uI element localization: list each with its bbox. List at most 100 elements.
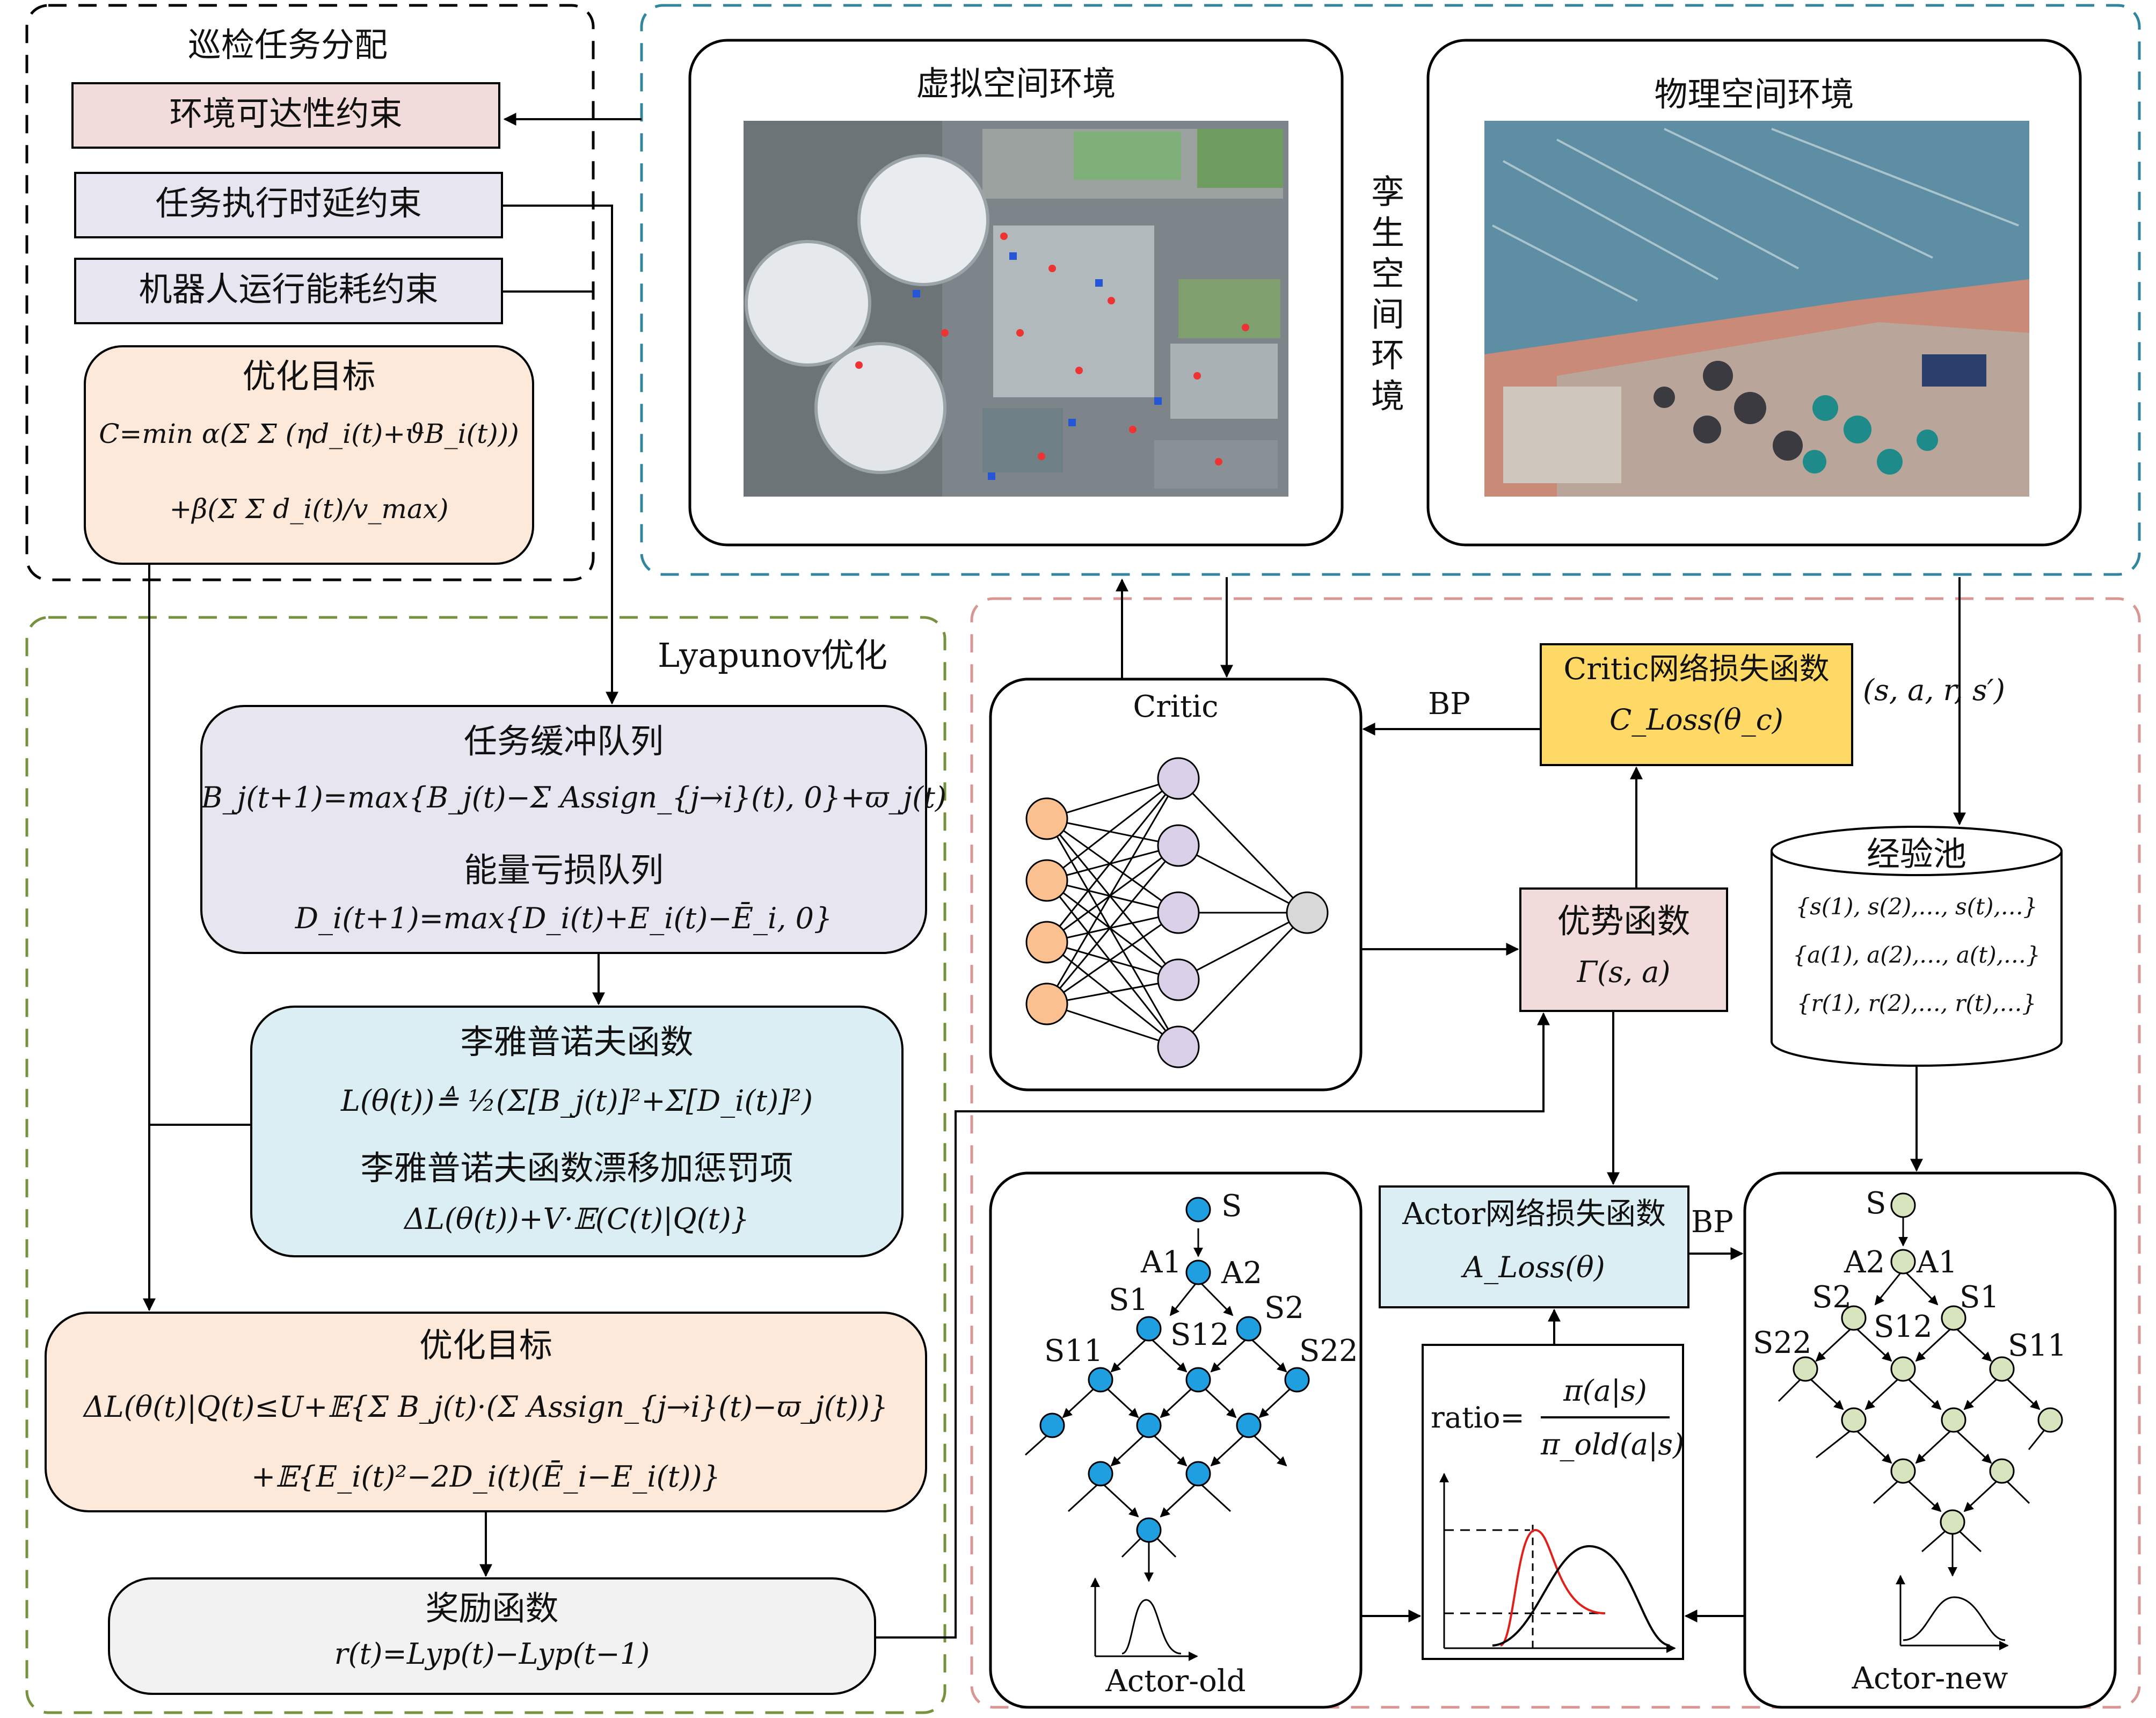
old-node-a2: A2 xyxy=(1221,1256,1263,1291)
actor-new-distribution xyxy=(1896,1575,2009,1650)
ratio-label: ratio= xyxy=(1431,1401,1525,1435)
lyapunov-frame xyxy=(25,616,946,1714)
reward-box xyxy=(108,1577,876,1695)
digital-twin-frame xyxy=(640,4,2141,576)
new-node-a2: A2 xyxy=(1844,1245,1885,1280)
buffer-queue-eq: B_j(t+1)=max{B_j(t)−Σ Assign_{j→i}(t), 0… xyxy=(201,781,946,814)
critic-edge xyxy=(1046,777,1179,882)
twin-environment-label: 孪生空间环境 xyxy=(1371,172,1404,416)
critic-loss-title: Critic网络损失函数 xyxy=(1563,652,1830,687)
new-node-s: S xyxy=(1866,1186,1886,1221)
energy-constraint-label: 机器人运行能耗约束 xyxy=(139,270,439,309)
task-assignment-title: 巡检任务分配 xyxy=(188,25,388,64)
buffer-queue-box xyxy=(200,705,927,954)
actor-loss-eq: A_Loss(θ) xyxy=(1463,1250,1605,1284)
critic-hidden-nodes xyxy=(1157,757,1200,1068)
critic-edge xyxy=(1046,778,1179,943)
buffer-queue-title: 任务缓冲队列 xyxy=(463,722,664,761)
new-node-s11: S11 xyxy=(2008,1328,2067,1363)
bottom-objective-eq1: ΔL(θ(t)|Q(t)≤U+𝔼{Σ B_j(t)·(Σ Assign_{j→i… xyxy=(83,1390,888,1424)
lyapunov-title: Lyapunov优化 xyxy=(658,636,887,675)
actor-loss-box xyxy=(1379,1185,1689,1308)
critic-edge xyxy=(1046,778,1179,1004)
ratio-numerator: π(a|s) xyxy=(1563,1374,1647,1408)
physical-space-title: 物理空间环境 xyxy=(1654,75,1854,114)
actor-new-label: Actor-new xyxy=(1852,1661,2008,1696)
transition-tuple: (s, a, r, s′) xyxy=(1863,673,2005,707)
pool-action-row: {a(1), a(2),…, a(t),…} xyxy=(1793,942,2041,968)
old-node-s11: S11 xyxy=(1044,1334,1103,1368)
critic-edge xyxy=(1046,818,1179,980)
critic-edge xyxy=(1177,777,1308,914)
lyapunov-function-box xyxy=(250,1006,904,1257)
new-node-s22: S22 xyxy=(1753,1326,1812,1360)
rl-frame xyxy=(970,597,2141,1709)
new-node-s12: S12 xyxy=(1874,1309,1933,1344)
new-node-a1: A1 xyxy=(1917,1245,1958,1280)
critic-edge xyxy=(1046,845,1179,1004)
virtual-space-title: 虚拟空间环境 xyxy=(916,64,1116,103)
critic-panel xyxy=(989,678,1363,1091)
objective-box-top xyxy=(84,345,534,565)
critic-edge xyxy=(1046,818,1179,847)
drift-penalty-eq: ΔL(θ(t))+V·𝔼(C(t)|Q(t)} xyxy=(404,1202,749,1236)
connectors xyxy=(143,113,1966,1639)
critic-edge xyxy=(1046,941,1179,1048)
lyapunov-function-title: 李雅普诺夫函数 xyxy=(460,1022,694,1061)
ratio-distribution-chart xyxy=(1439,1473,1676,1653)
actor-new-panel xyxy=(1743,1171,2117,1709)
actor-bp-label: BP xyxy=(1691,1205,1733,1240)
ratio-denominator: π_old(a|s) xyxy=(1541,1428,1685,1461)
pool-reward-row: {r(1), r(2),…, r(t),…} xyxy=(1796,990,2037,1016)
advantage-title: 优势函数 xyxy=(1557,901,1691,941)
critic-bp-label: BP xyxy=(1428,687,1470,722)
experience-pool-cylinder xyxy=(1771,826,2063,1067)
reachability-constraint-box xyxy=(71,82,500,149)
critic-label: Critic xyxy=(1133,689,1219,724)
old-node-s22: S22 xyxy=(1299,1334,1358,1368)
critic-edge xyxy=(1178,912,1308,981)
critic-edge xyxy=(1046,845,1179,882)
critic-edge xyxy=(1046,818,1179,914)
old-node-s: S xyxy=(1221,1189,1242,1224)
drift-penalty-title: 李雅普诺夫函数漂移加惩罚项 xyxy=(360,1148,793,1188)
critic-network xyxy=(1025,757,1329,1068)
actor-new-tree xyxy=(1778,1192,2063,1577)
actor-old-distribution xyxy=(1090,1577,1198,1661)
critic-edge xyxy=(1046,777,1179,820)
critic-edge xyxy=(1178,845,1308,914)
delay-constraint-label: 任务执行时延约束 xyxy=(155,184,422,223)
advantage-eq: Γ(s, a) xyxy=(1577,955,1671,989)
lyapunov-function-eq: L(θ(t))≜ ½(Σ[B_j(t)]²+Σ[D_i(t)]²) xyxy=(340,1084,813,1118)
critic-loss-box xyxy=(1540,643,1853,766)
critic-edge xyxy=(1046,880,1179,1047)
critic-edge xyxy=(1046,818,1179,1047)
old-node-a1: A1 xyxy=(1141,1245,1182,1280)
reachability-constraint-label: 环境可达性约束 xyxy=(169,94,403,133)
bottom-objective-title: 优化目标 xyxy=(419,1326,552,1365)
physical-scene-image xyxy=(1484,121,2029,497)
energy-constraint-box xyxy=(74,258,503,324)
top-objective-eq1: C=min α(Σ Σ (ηd_i(t)+ϑB_i(t))) xyxy=(99,418,519,449)
critic-edge xyxy=(1046,912,1179,1005)
critic-edge xyxy=(1046,879,1179,914)
actor-old-label: Actor-old xyxy=(1105,1664,1246,1699)
critic-loss-eq: C_Loss(θ_c) xyxy=(1609,703,1783,737)
actor-loss-title: Actor网络损失函数 xyxy=(1402,1197,1666,1232)
actor-old-panel xyxy=(989,1171,1363,1709)
old-node-s1: S1 xyxy=(1109,1283,1148,1317)
critic-edge xyxy=(1046,845,1179,943)
critic-input-nodes xyxy=(1025,797,1068,1025)
top-objective-title: 优化目标 xyxy=(242,356,376,396)
energy-queue-title: 能量亏损队列 xyxy=(463,850,664,890)
critic-edge xyxy=(1046,1003,1179,1048)
critic-edge xyxy=(1046,979,1179,1005)
experience-pool-title: 经验池 xyxy=(1866,834,1966,873)
old-node-s2: S2 xyxy=(1264,1291,1304,1326)
ratio-fraction-bar xyxy=(1541,1416,1670,1418)
critic-edge xyxy=(1046,912,1179,943)
advantage-box xyxy=(1519,887,1728,1012)
virtual-scene-image xyxy=(744,121,1288,497)
critic-edge xyxy=(1046,879,1179,981)
new-node-s1: S1 xyxy=(1960,1280,1999,1315)
